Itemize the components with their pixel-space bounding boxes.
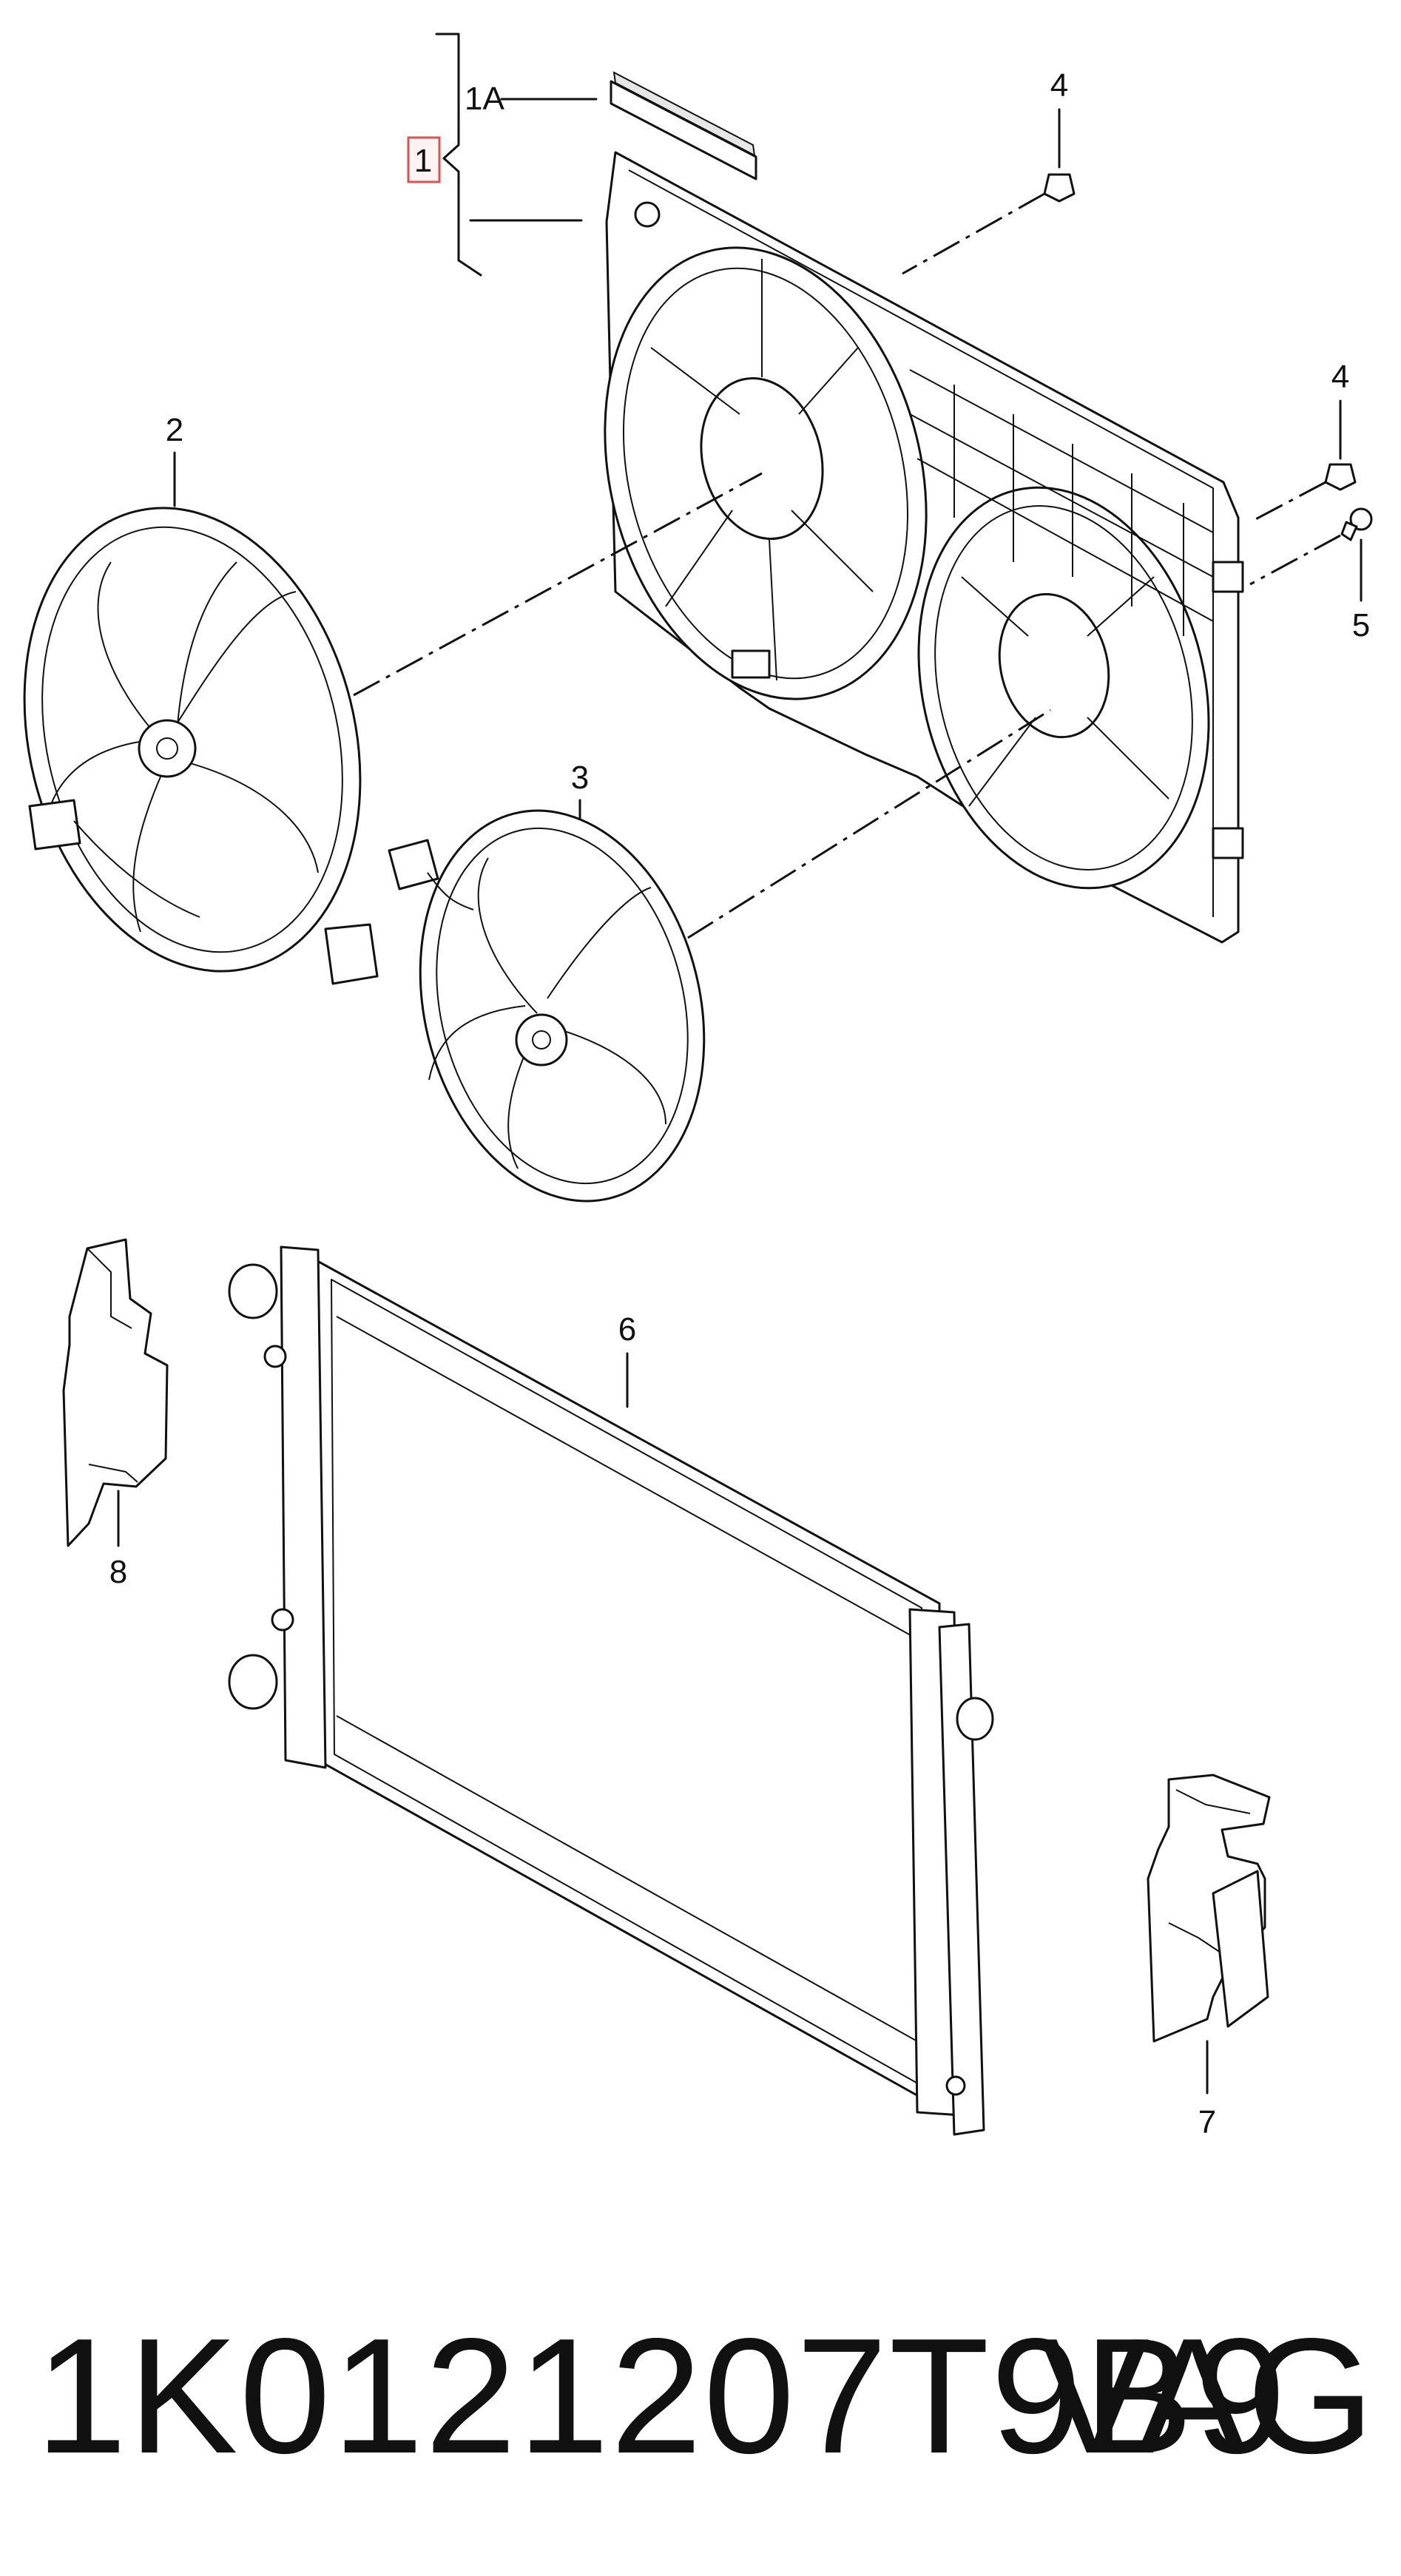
fan-3-inner-ring	[436, 827, 689, 1185]
bracket-8-body	[62, 1238, 169, 1547]
callout-8-label[interactable]: 8	[109, 1554, 127, 1590]
shroud-ribs	[909, 369, 1214, 636]
radiator-mount-lu	[263, 1345, 287, 1368]
callout-1-label[interactable]: 1	[414, 143, 432, 179]
callout-7-label[interactable]: 7	[1198, 2104, 1216, 2140]
fan-2-cable	[73, 820, 200, 918]
callout-4a-label[interactable]: 4	[1050, 67, 1068, 104]
fan-3-hub	[515, 1013, 568, 1066]
radiator-mount-ll	[271, 1608, 294, 1632]
radiator-right-bracket	[938, 1623, 985, 2136]
seal-strip-1a-top	[612, 71, 756, 157]
callout-1-highlight[interactable]	[407, 136, 441, 183]
radiator-right-fitting	[956, 1697, 994, 1741]
footer: 1K0121207T9B9 VAG	[0, 2300, 1401, 2492]
fan-3-connector	[388, 839, 439, 890]
fan-3: 3	[388, 709, 1051, 1203]
fan-3-cable	[427, 872, 474, 910]
callout-6-label[interactable]: 6	[618, 1311, 636, 1348]
part-number: 1K0121207T9B9	[36, 2305, 1288, 2488]
clip-nut-4a	[1043, 173, 1076, 203]
clip-nut-4b	[1324, 463, 1357, 491]
fan-2-blades	[44, 561, 319, 933]
fan-2-connector-a	[28, 799, 81, 851]
axis-5	[1249, 534, 1341, 586]
fan-3-hub-center	[532, 1030, 551, 1049]
radiator-fins-edge	[336, 1316, 918, 2042]
brand-name: VAG	[1039, 2305, 1374, 2488]
fan-shroud	[604, 151, 1244, 944]
axis-4a	[902, 192, 1045, 275]
shroud-left-struts	[650, 259, 874, 681]
radiator-left-tank	[280, 1245, 327, 1769]
fan-2-hub-center	[156, 737, 178, 760]
shroud-left-ring-inner	[622, 267, 909, 680]
callout-3-label[interactable]: 3	[571, 760, 589, 796]
shroud-right-struts	[961, 576, 1169, 807]
shroud-tab-right-2	[1212, 827, 1244, 859]
bracket-8-details	[87, 1248, 138, 1483]
bracket-1	[435, 33, 482, 277]
fan-2-inner-ring	[41, 526, 343, 953]
axis-fan-2	[353, 472, 763, 697]
bracket-7-body	[1147, 1774, 1271, 2043]
shroud-connector	[731, 649, 771, 679]
shroud-right-hub	[998, 592, 1110, 739]
screw-5-shank	[1340, 521, 1358, 541]
radiator-outlet-lower	[228, 1654, 278, 1710]
shroud-left-hub	[700, 377, 824, 540]
shroud-inner-rim	[628, 169, 1214, 917]
shroud-tab-right-1	[1212, 561, 1244, 593]
bracket-7-details	[1168, 1789, 1251, 1953]
fan-3-blades	[428, 857, 666, 1169]
callout-group-1: 1 1A	[407, 33, 757, 277]
callout-4b-label[interactable]: 4	[1331, 359, 1349, 395]
shroud-tab-top	[634, 201, 661, 228]
axis-4b	[1249, 481, 1326, 524]
shroud-right-ring-inner	[934, 505, 1193, 871]
radiator: 6	[228, 1245, 994, 2136]
radiator-drain	[945, 2075, 966, 2096]
bracket-7-plate	[1212, 1870, 1269, 2028]
fan-3-outer-ring	[419, 809, 706, 1203]
callout-2-label[interactable]: 2	[166, 412, 183, 448]
axis-fan-3	[687, 709, 1051, 939]
bracket-7: 7	[1147, 1774, 1271, 2140]
radiator-inlet-upper	[228, 1263, 278, 1319]
fan-2: 2	[23, 412, 763, 985]
callout-1a-label[interactable]: 1A	[465, 81, 504, 117]
callout-5-label[interactable]: 5	[1352, 607, 1370, 643]
fan-2-connector-b	[324, 923, 379, 985]
bracket-8: 8	[62, 1238, 169, 1590]
fan-2-hub	[138, 719, 197, 778]
fasteners: 4 4 5	[902, 67, 1373, 643]
radiator-core	[309, 1256, 941, 2109]
screw-5-head	[1349, 507, 1373, 531]
